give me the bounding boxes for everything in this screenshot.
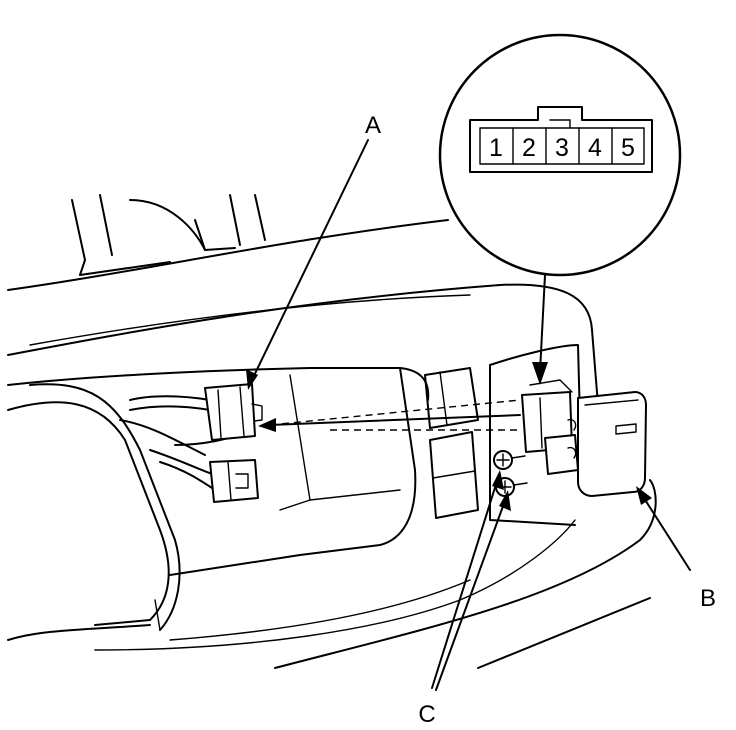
callout-c-label: C: [418, 701, 435, 728]
pin-label: 5: [621, 134, 635, 162]
pin-label: 4: [588, 134, 602, 162]
dashboard-panel: [7, 194, 657, 669]
pin-label: 1: [489, 134, 503, 162]
switch-b: [521, 379, 647, 497]
connector-pin-labels: 1 2 3 4 5: [489, 134, 635, 162]
arrow-head-icon: [258, 418, 276, 432]
pin-label: 3: [555, 134, 569, 162]
pin-label: 2: [522, 134, 536, 162]
arrow-head-icon: [246, 369, 258, 390]
leader-lines: [246, 139, 691, 691]
arrow-head-icon: [532, 362, 548, 385]
mating-connector: [209, 459, 259, 503]
arrow-head-icon: [492, 470, 504, 490]
wiring-harness: [119, 383, 263, 503]
switch-indicator-icon: [615, 423, 637, 435]
connector-a-body: [204, 383, 256, 441]
connector-detail-callout: [438, 33, 682, 385]
arrow-head-icon: [499, 490, 511, 511]
arrow-head-icon: [636, 486, 652, 505]
callout-b-label: B: [700, 585, 716, 612]
connector-face: [469, 106, 653, 173]
callout-a-label: A: [365, 112, 381, 139]
screws-c: [493, 450, 528, 497]
zoom-circle: [438, 33, 682, 277]
assembly-guides: [258, 399, 521, 432]
